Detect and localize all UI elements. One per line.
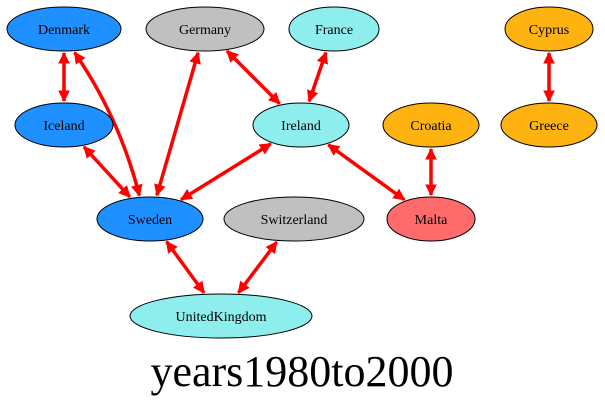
edge-ireland-malta [327,143,406,202]
node-ireland[interactable]: Ireland [252,102,350,148]
node-ellipse-switzerland [223,196,365,242]
node-ellipse-iceland [14,102,114,148]
node-ellipse-denmark [6,6,122,52]
node-label-croatia: Croatia [410,119,452,134]
node-ellipse-ireland [252,102,350,148]
edge-germany-ireland [225,49,281,105]
edge-germany-sweden [154,51,201,197]
node-germany[interactable]: Germany [145,6,265,52]
node-label-cyprus: Cyprus [529,23,569,38]
node-unitedkingdom[interactable]: UnitedKingdom [129,293,313,339]
node-malta[interactable]: Malta [386,196,476,242]
edge-sweden-unitedkingdom [165,240,206,294]
node-switzerland[interactable]: Switzerland [223,196,365,242]
edge-ireland-sweden [180,142,272,202]
node-label-switzerland: Switzerland [261,213,328,228]
node-iceland[interactable]: Iceland [14,102,114,148]
node-sweden[interactable]: Sweden [96,196,204,242]
edge-iceland-sweden [82,145,132,199]
node-ellipse-unitedkingdom [129,293,313,339]
node-ellipse-france [288,6,380,52]
node-ellipse-sweden [96,196,204,242]
edge-france-ireland [306,51,329,103]
node-label-sweden: Sweden [128,213,172,228]
graph-title: years1980to2000 [150,347,453,396]
node-label-germany: Germany [179,23,231,38]
node-ellipse-croatia [382,102,480,148]
edges-layer [58,49,555,294]
node-label-unitedkingdom: UnitedKingdom [176,310,267,325]
node-ellipse-malta [386,196,476,242]
node-cyprus[interactable]: Cyprus [504,6,594,52]
node-ellipse-cyprus [504,6,594,52]
node-denmark[interactable]: Denmark [6,6,122,52]
node-label-denmark: Denmark [38,23,90,38]
node-label-france: France [315,23,353,38]
node-croatia[interactable]: Croatia [382,102,480,148]
node-ellipse-greece [500,102,598,148]
node-label-ireland: Ireland [281,119,321,134]
edge-denmark-sweden [73,51,143,197]
node-ellipse-germany [145,6,265,52]
node-france[interactable]: France [288,6,380,52]
node-greece[interactable]: Greece [500,102,598,148]
node-label-greece: Greece [529,119,569,134]
node-label-malta: Malta [415,213,448,228]
edge-switzerland-unitedkingdom [237,240,279,294]
node-label-iceland: Iceland [43,119,84,134]
